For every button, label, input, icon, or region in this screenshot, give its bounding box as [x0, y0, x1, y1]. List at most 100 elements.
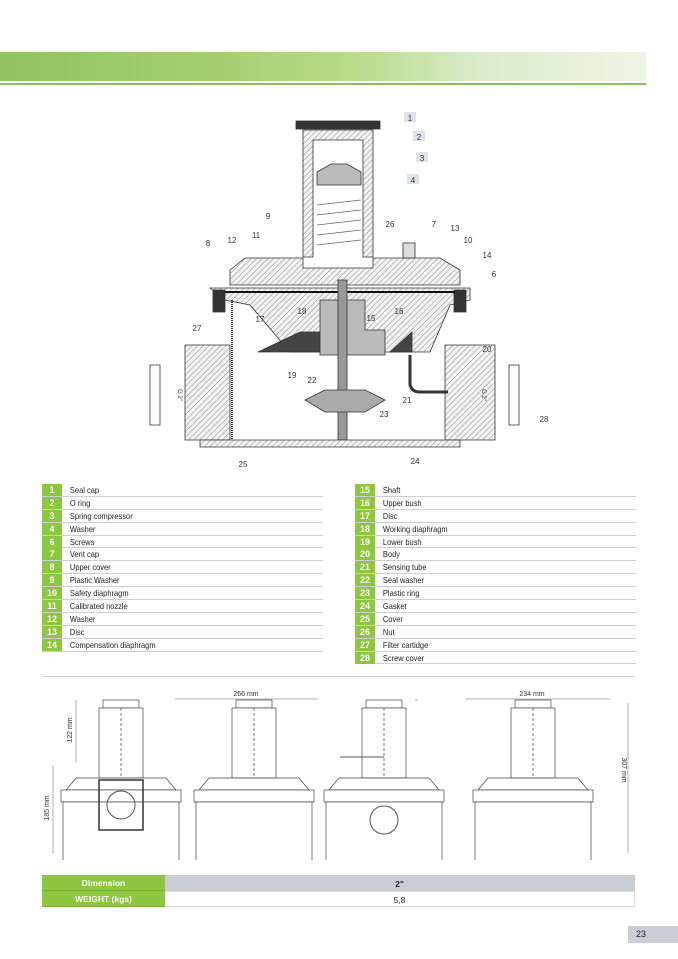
- part-label: Washer: [69, 613, 96, 624]
- list-item: 6 Screws: [42, 535, 323, 549]
- callout-14: 14: [483, 251, 492, 260]
- callout-15: 15: [367, 314, 376, 323]
- side-view: [193, 699, 315, 860]
- callout-7: 7: [432, 220, 437, 229]
- part-label: Plastic ring: [382, 588, 420, 599]
- part-label: Washer: [69, 523, 96, 534]
- thread-label-outlet: G 2": [480, 389, 486, 401]
- weight-header: WEIGHT (kgs): [42, 891, 165, 907]
- callout-10: 10: [464, 236, 473, 245]
- callout-21: 21: [403, 396, 412, 405]
- callout-17: 17: [256, 315, 265, 324]
- list-item: 19 Lower bush: [355, 535, 636, 549]
- dim-total-height: 307 mm: [620, 757, 627, 782]
- part-number: 28: [355, 651, 375, 664]
- part-number: 19: [355, 535, 375, 548]
- dimension-header: Dimension: [42, 875, 165, 891]
- part-number: 11: [42, 599, 62, 612]
- list-item: 28 Screw cover: [355, 651, 636, 665]
- part-label: Spring compressor: [69, 510, 133, 521]
- part-label: Seal washer: [382, 575, 425, 586]
- part-label: Upper bush: [382, 497, 422, 508]
- callout-4: 4: [411, 176, 416, 185]
- part-label: Cover: [382, 613, 403, 624]
- callout-13: 13: [451, 224, 460, 233]
- callout-25: 25: [239, 460, 248, 469]
- part-label: Disc: [382, 510, 398, 521]
- callout-20: 20: [483, 345, 492, 354]
- callout-1: 1: [408, 114, 413, 123]
- upper-cover: [229, 257, 461, 286]
- shaft: [337, 279, 348, 441]
- part-number: 27: [355, 638, 375, 651]
- part-label: Sensing tube: [382, 562, 427, 573]
- callout-2: 2: [417, 133, 422, 142]
- part-label: Compensation diaphragm: [69, 639, 156, 650]
- list-item: 4 Washer: [42, 522, 323, 536]
- rear-view: [323, 699, 445, 860]
- list-item: 17 Disc: [355, 509, 636, 523]
- part-label: Body: [382, 549, 400, 560]
- part-label: Safety diaphragm: [69, 588, 129, 599]
- part-number: 21: [355, 561, 375, 574]
- part-label: Gasket: [382, 600, 407, 611]
- part-number: 1: [42, 483, 62, 496]
- part-number: 12: [42, 612, 62, 625]
- divider: [42, 676, 635, 677]
- part-number: 10: [42, 587, 62, 600]
- part-label: Plastic Washer: [69, 575, 120, 586]
- callout-28: 28: [540, 415, 549, 424]
- part-number: 17: [355, 509, 375, 522]
- part-label: Screws: [69, 536, 95, 547]
- front-view: [60, 699, 182, 860]
- part-label: Screw cover: [382, 652, 425, 663]
- callout-9: 9: [266, 212, 271, 221]
- page-number: 23: [628, 926, 678, 943]
- dimension-drawings: 122 mm 185 mm 266 mm 234 mm 307 mm: [44, 691, 629, 860]
- part-label: Lower bush: [382, 536, 422, 547]
- part-number: 24: [355, 599, 375, 612]
- dim-width-side: 266 mm: [233, 691, 258, 698]
- part-number: 7: [42, 548, 62, 561]
- weight-value: 5,8: [165, 891, 635, 907]
- part-number: 22: [355, 574, 375, 587]
- list-item: 22 Seal washer: [355, 574, 636, 588]
- bottom-cover: [199, 439, 461, 448]
- dimension-value: 2": [165, 875, 635, 891]
- dim-width-back: 234 mm: [519, 691, 544, 698]
- part-number: 8: [42, 561, 62, 574]
- callout-8: 8: [206, 239, 211, 248]
- part-label: Disc: [69, 626, 85, 637]
- callout-6: 6: [492, 270, 497, 279]
- callout-labels: 1 2 3 4 6 7 8 9 10 11 12 13 14 15 16 17 …: [176, 112, 549, 469]
- callout-24: 24: [411, 457, 420, 466]
- callout-16: 16: [395, 307, 404, 316]
- callout-26: 26: [386, 220, 395, 229]
- part-number: 6: [42, 535, 62, 548]
- part-number: 16: [355, 496, 375, 509]
- part-number: 15: [355, 483, 375, 496]
- callout-23: 23: [380, 410, 389, 419]
- part-label: Nut: [382, 626, 395, 637]
- part-number: 4: [42, 522, 62, 535]
- header-rule: [0, 83, 646, 85]
- callout-22: 22: [308, 376, 317, 385]
- callout-3: 3: [420, 154, 425, 163]
- part-number: 18: [355, 522, 375, 535]
- part-number: 2: [42, 496, 62, 509]
